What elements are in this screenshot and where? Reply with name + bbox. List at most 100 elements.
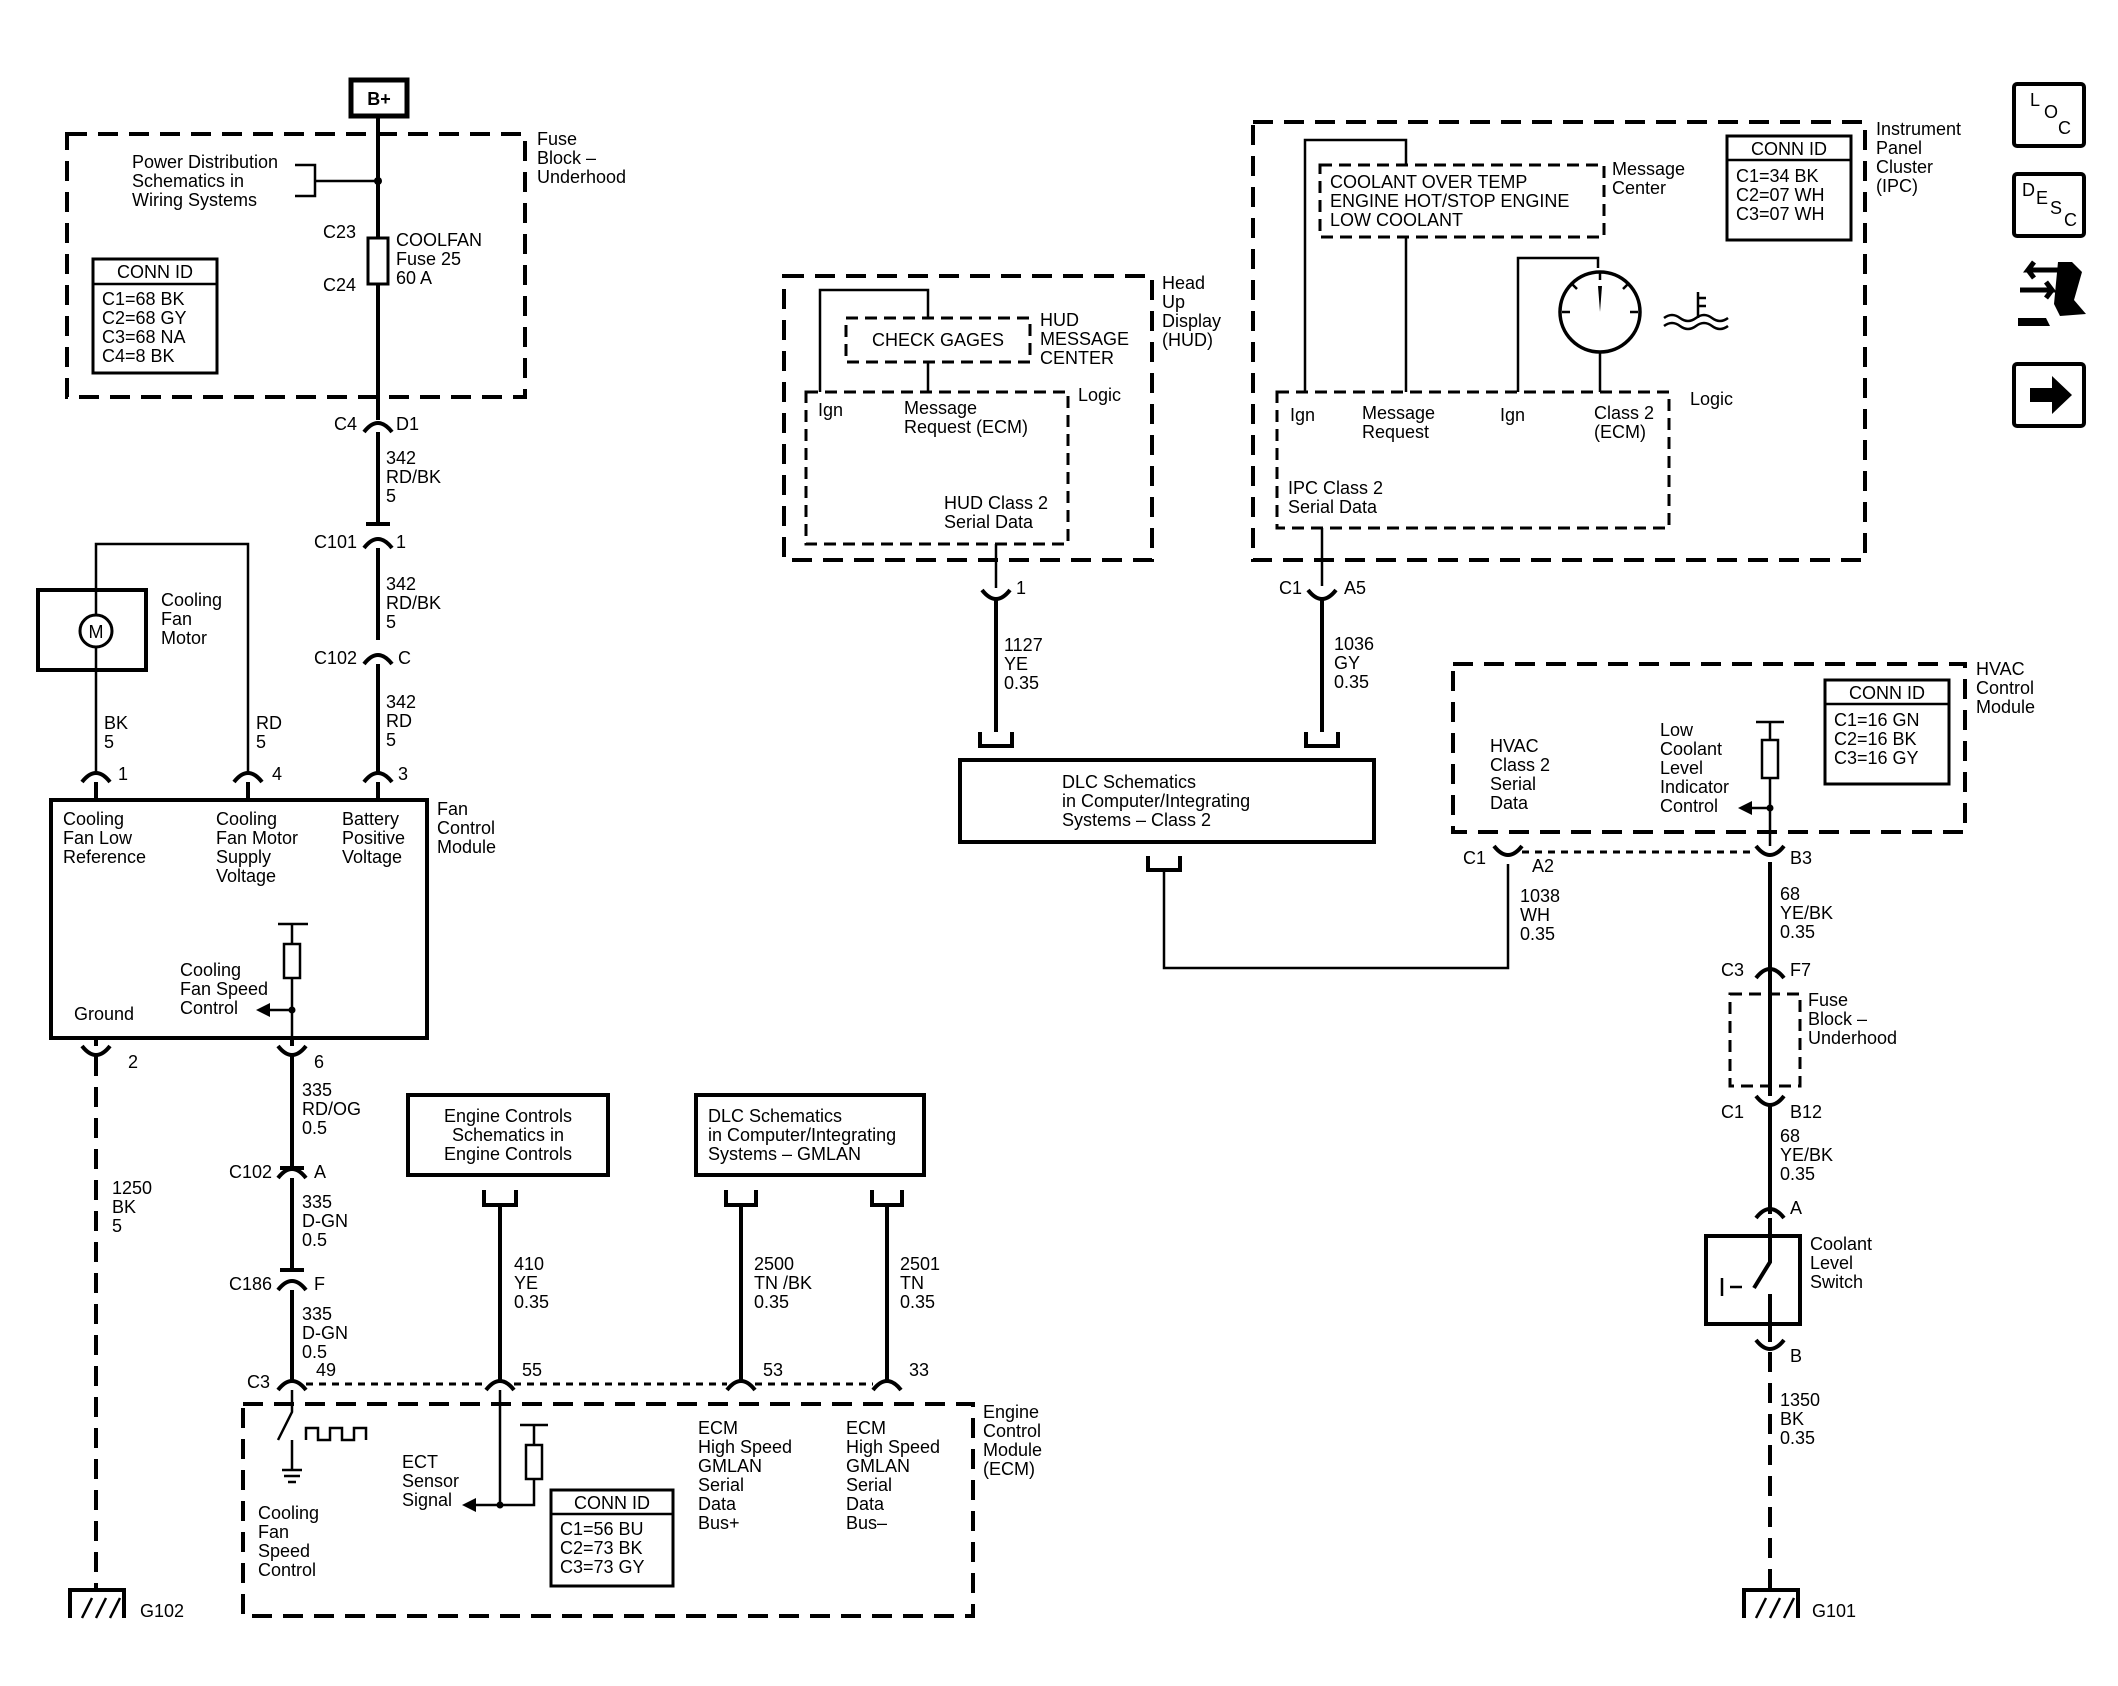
wire-1350: 1350 [1780, 1390, 1820, 1410]
wire-335: 0.5 [302, 1118, 327, 1138]
dlc-class2-ref: DLC Schematics in Computer/Integrating S… [958, 758, 1510, 970]
wire-1127: YE [1004, 654, 1028, 674]
next-arrow-button[interactable] [2012, 362, 2086, 428]
wire-1250: 1250 [112, 1178, 152, 1198]
coolant-level-switch [1704, 1234, 1802, 1326]
fuse-conn-row: C3=68 NA [102, 327, 186, 347]
motor-label-3: Motor [161, 628, 207, 648]
ecm-conn-row: C1=56 BU [560, 1519, 644, 1539]
loc-letter: L [2030, 90, 2040, 110]
fuse-block-label-3: Underhood [537, 167, 626, 187]
wire-2501: TN [900, 1273, 924, 1293]
wire-342-size: 5 [386, 612, 396, 632]
pin-f7: F7 [1790, 960, 1811, 980]
ipc-conn-title: CONN ID [1751, 139, 1827, 159]
pds-ref-2: Schematics in [132, 171, 244, 191]
bplus-label: B+ [367, 89, 391, 109]
fcm-speed: Fan Speed [180, 979, 268, 999]
ecm-bus-minus: GMLAN [846, 1456, 910, 1476]
wire-342-color: RD [386, 711, 412, 731]
pds-ref-1: Power Distribution [132, 152, 278, 172]
pin-c102: C [398, 648, 411, 668]
wire-68: YE/BK [1780, 1145, 1833, 1165]
ipc-label-1: Instrument [1876, 119, 1961, 139]
ipc-a5: A5 [1344, 578, 1366, 598]
ipc-conn-row: C3=07 WH [1736, 204, 1825, 224]
fuse-c24: C24 [323, 275, 356, 295]
wire-2500: 0.35 [754, 1292, 789, 1312]
ecm-label-1: Engine [983, 1402, 1039, 1422]
ecm-label-4: (ECM) [983, 1459, 1035, 1479]
ipc-conn-row: C1=34 BK [1736, 166, 1819, 186]
ipc-class2-ecm-1: Class 2 [1594, 403, 1654, 423]
desc-button[interactable]: D E S C [2012, 172, 2086, 238]
wire-1038: 1038 [1520, 886, 1560, 906]
pin-4: 4 [272, 764, 282, 784]
hvac-conn-id-box [1823, 678, 1951, 786]
fuse-name: COOLFAN [396, 230, 482, 250]
ipc-message: LOW COOLANT [1330, 210, 1463, 230]
ipc-msg-req-2: Request [1362, 422, 1429, 442]
hvac-low-coolant: Control [1660, 796, 1718, 816]
hud-msg-center-3: CENTER [1040, 348, 1114, 368]
hud-class2-1: HUD Class 2 [944, 493, 1048, 513]
coolfan-fuse [366, 236, 390, 286]
fuse-c23: C23 [323, 222, 356, 242]
hvac-low-coolant: Level [1660, 758, 1703, 778]
engine-control-module: C3 49 55 53 33 Engine Control Module (EC… [241, 1360, 1042, 1618]
wire-1350: BK [1780, 1409, 1804, 1429]
hud-ign: Ign [818, 400, 843, 420]
hvac-low-coolant: Indicator [1660, 777, 1729, 797]
ipc-msg-center-2: Center [1612, 178, 1666, 198]
ipc-conn-id-box [1725, 134, 1853, 242]
hud-class2-2: Serial Data [944, 512, 1034, 532]
wire-335: D-GN [302, 1211, 348, 1231]
desc-letter: E [2036, 188, 2048, 208]
ecm-bus-minus: Data [846, 1494, 885, 1514]
fcm-speed: Cooling [180, 960, 241, 980]
ipc-label-2: Panel [1876, 138, 1922, 158]
cooling-fan-motor: M Cooling Fan Motor BK 5 RD 5 1 4 [36, 542, 282, 784]
switch-label: Level [1810, 1253, 1853, 1273]
wire-1036: 1036 [1334, 634, 1374, 654]
desc-letter: S [2050, 198, 2062, 218]
ipc-label-4: (IPC) [1876, 176, 1918, 196]
ecm-bus-plus: ECM [698, 1418, 738, 1438]
desc-letter: D [2022, 180, 2035, 200]
pin-55: 55 [522, 1360, 542, 1380]
hvac-conn-row: C3=16 GY [1834, 748, 1919, 768]
fcm-t1: Cooling [63, 809, 124, 829]
coolant-level-circuit: 68 YE/BK 0.35 C3 F7 Fuse Block – Underho… [1704, 862, 1897, 1621]
desc-letter: C [2064, 210, 2077, 230]
wire-2501: 2501 [900, 1254, 940, 1274]
wire-342-size: 5 [386, 486, 396, 506]
connector-icon[interactable] [2018, 260, 2086, 326]
pin-b-coolant: B [1790, 1346, 1802, 1366]
fuse-conn-row: C1=68 BK [102, 289, 185, 309]
ipc-message: ENGINE HOT/STOP ENGINE [1330, 191, 1569, 211]
wire-342-color: RD/BK [386, 593, 441, 613]
fcm-t1: Reference [63, 847, 146, 867]
fuse-block-label-2: Block – [537, 148, 596, 168]
loc-letter: O [2044, 102, 2058, 122]
wire-68: 68 [1780, 1126, 1800, 1146]
wire-335: 335 [302, 1192, 332, 1212]
hvac-class2: Class 2 [1490, 755, 1550, 775]
motor-label-1: Cooling [161, 590, 222, 610]
fcm-t3: Voltage [342, 847, 402, 867]
ipc-conn-row: C2=07 WH [1736, 185, 1825, 205]
hud-msg-center-1: HUD [1040, 310, 1079, 330]
engine-ref-1: Engine Controls [444, 1106, 572, 1126]
hvac-b3: B3 [1790, 848, 1812, 868]
fuse-conn-row: C4=8 BK [102, 346, 175, 366]
battery-terminal: B+ [348, 77, 410, 119]
ecm-conn-id-box [549, 1488, 675, 1588]
engine-controls-ref: Engine Controls Schematics in Engine Con… [406, 1093, 610, 1380]
motor-symbol: M [89, 622, 104, 642]
fcm-label-1: Fan [437, 799, 468, 819]
wire-2501: 0.35 [900, 1292, 935, 1312]
ecm-conn-title: CONN ID [574, 1493, 650, 1513]
hvac-class2: Data [1490, 793, 1529, 813]
loc-button[interactable]: L O C [2012, 82, 2086, 148]
ecm-label-2: Control [983, 1421, 1041, 1441]
